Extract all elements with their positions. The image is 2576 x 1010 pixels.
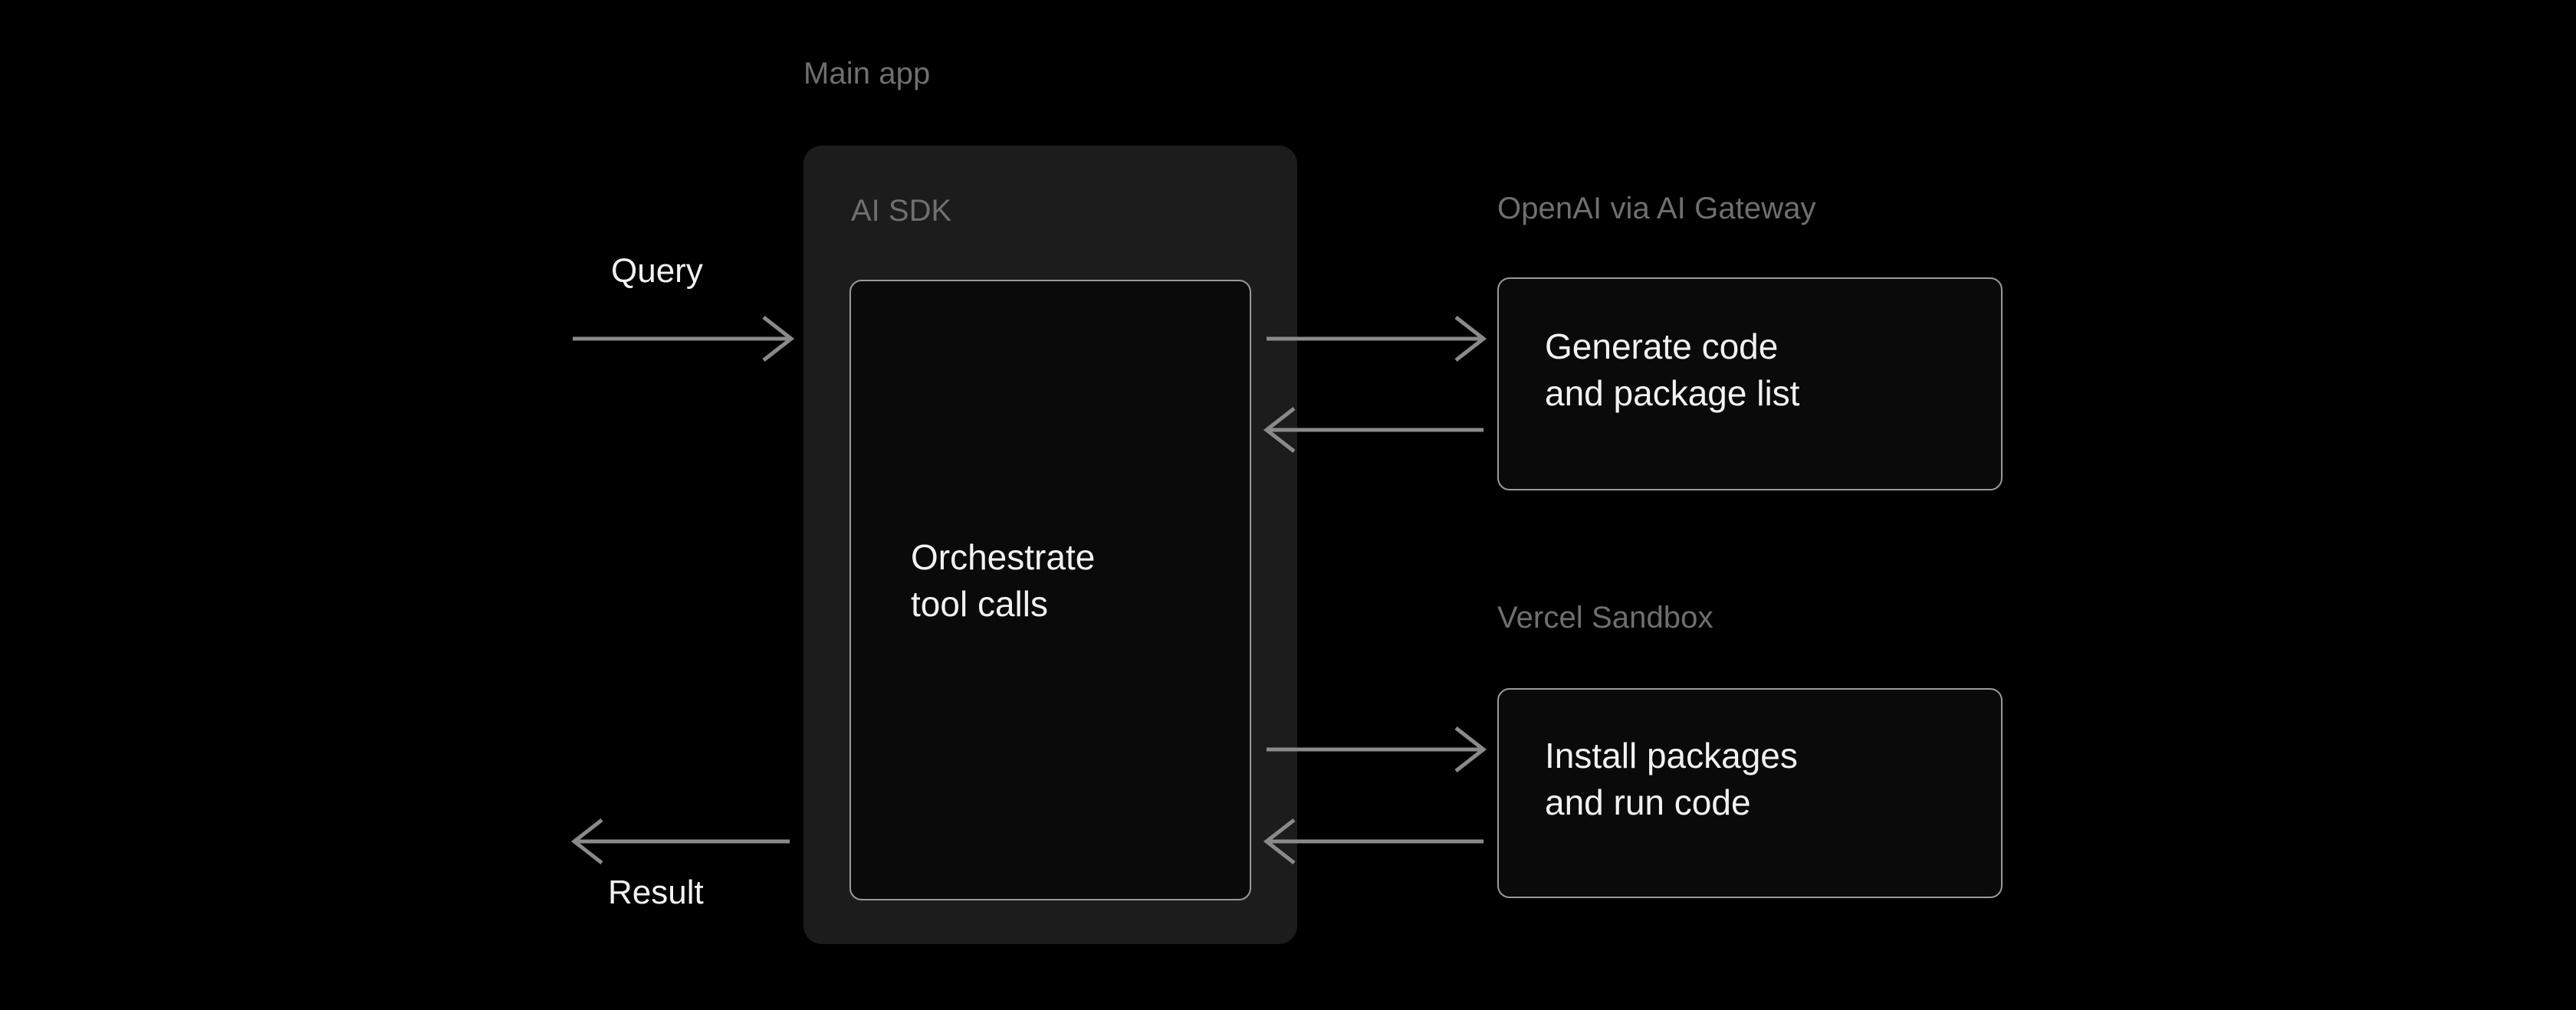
group-label-openai-via-ai-gateway: OpenAI via AI Gateway [1497,192,1816,225]
node-generate-code-label: Generate code and package list [1545,326,1800,413]
node-install-packages-and-run-code: Install packages and run code [1497,688,2003,898]
arrow-to-openai [1267,316,1487,362]
node-generate-code-and-package-list: Generate code and package list [1497,277,2003,490]
arrow-from-openai [1263,407,1484,453]
group-label-main-app: Main app [803,57,931,90]
node-install-run-label: Install packages and run code [1545,736,1798,822]
flow-label-query: Query [611,252,703,290]
arrow-query [573,316,795,362]
node-orchestrate-label: Orchestrate tool calls [911,537,1096,624]
group-label-vercel-sandbox: Vercel Sandbox [1497,601,1714,635]
group-label-ai-sdk: AI SDK [851,194,952,228]
arrow-to-sandbox [1267,726,1487,772]
arrow-result [570,818,790,864]
flow-label-result: Result [608,874,704,911]
arrow-from-sandbox [1263,818,1484,864]
node-orchestrate-tool-calls: Orchestrate tool calls [849,280,1251,900]
